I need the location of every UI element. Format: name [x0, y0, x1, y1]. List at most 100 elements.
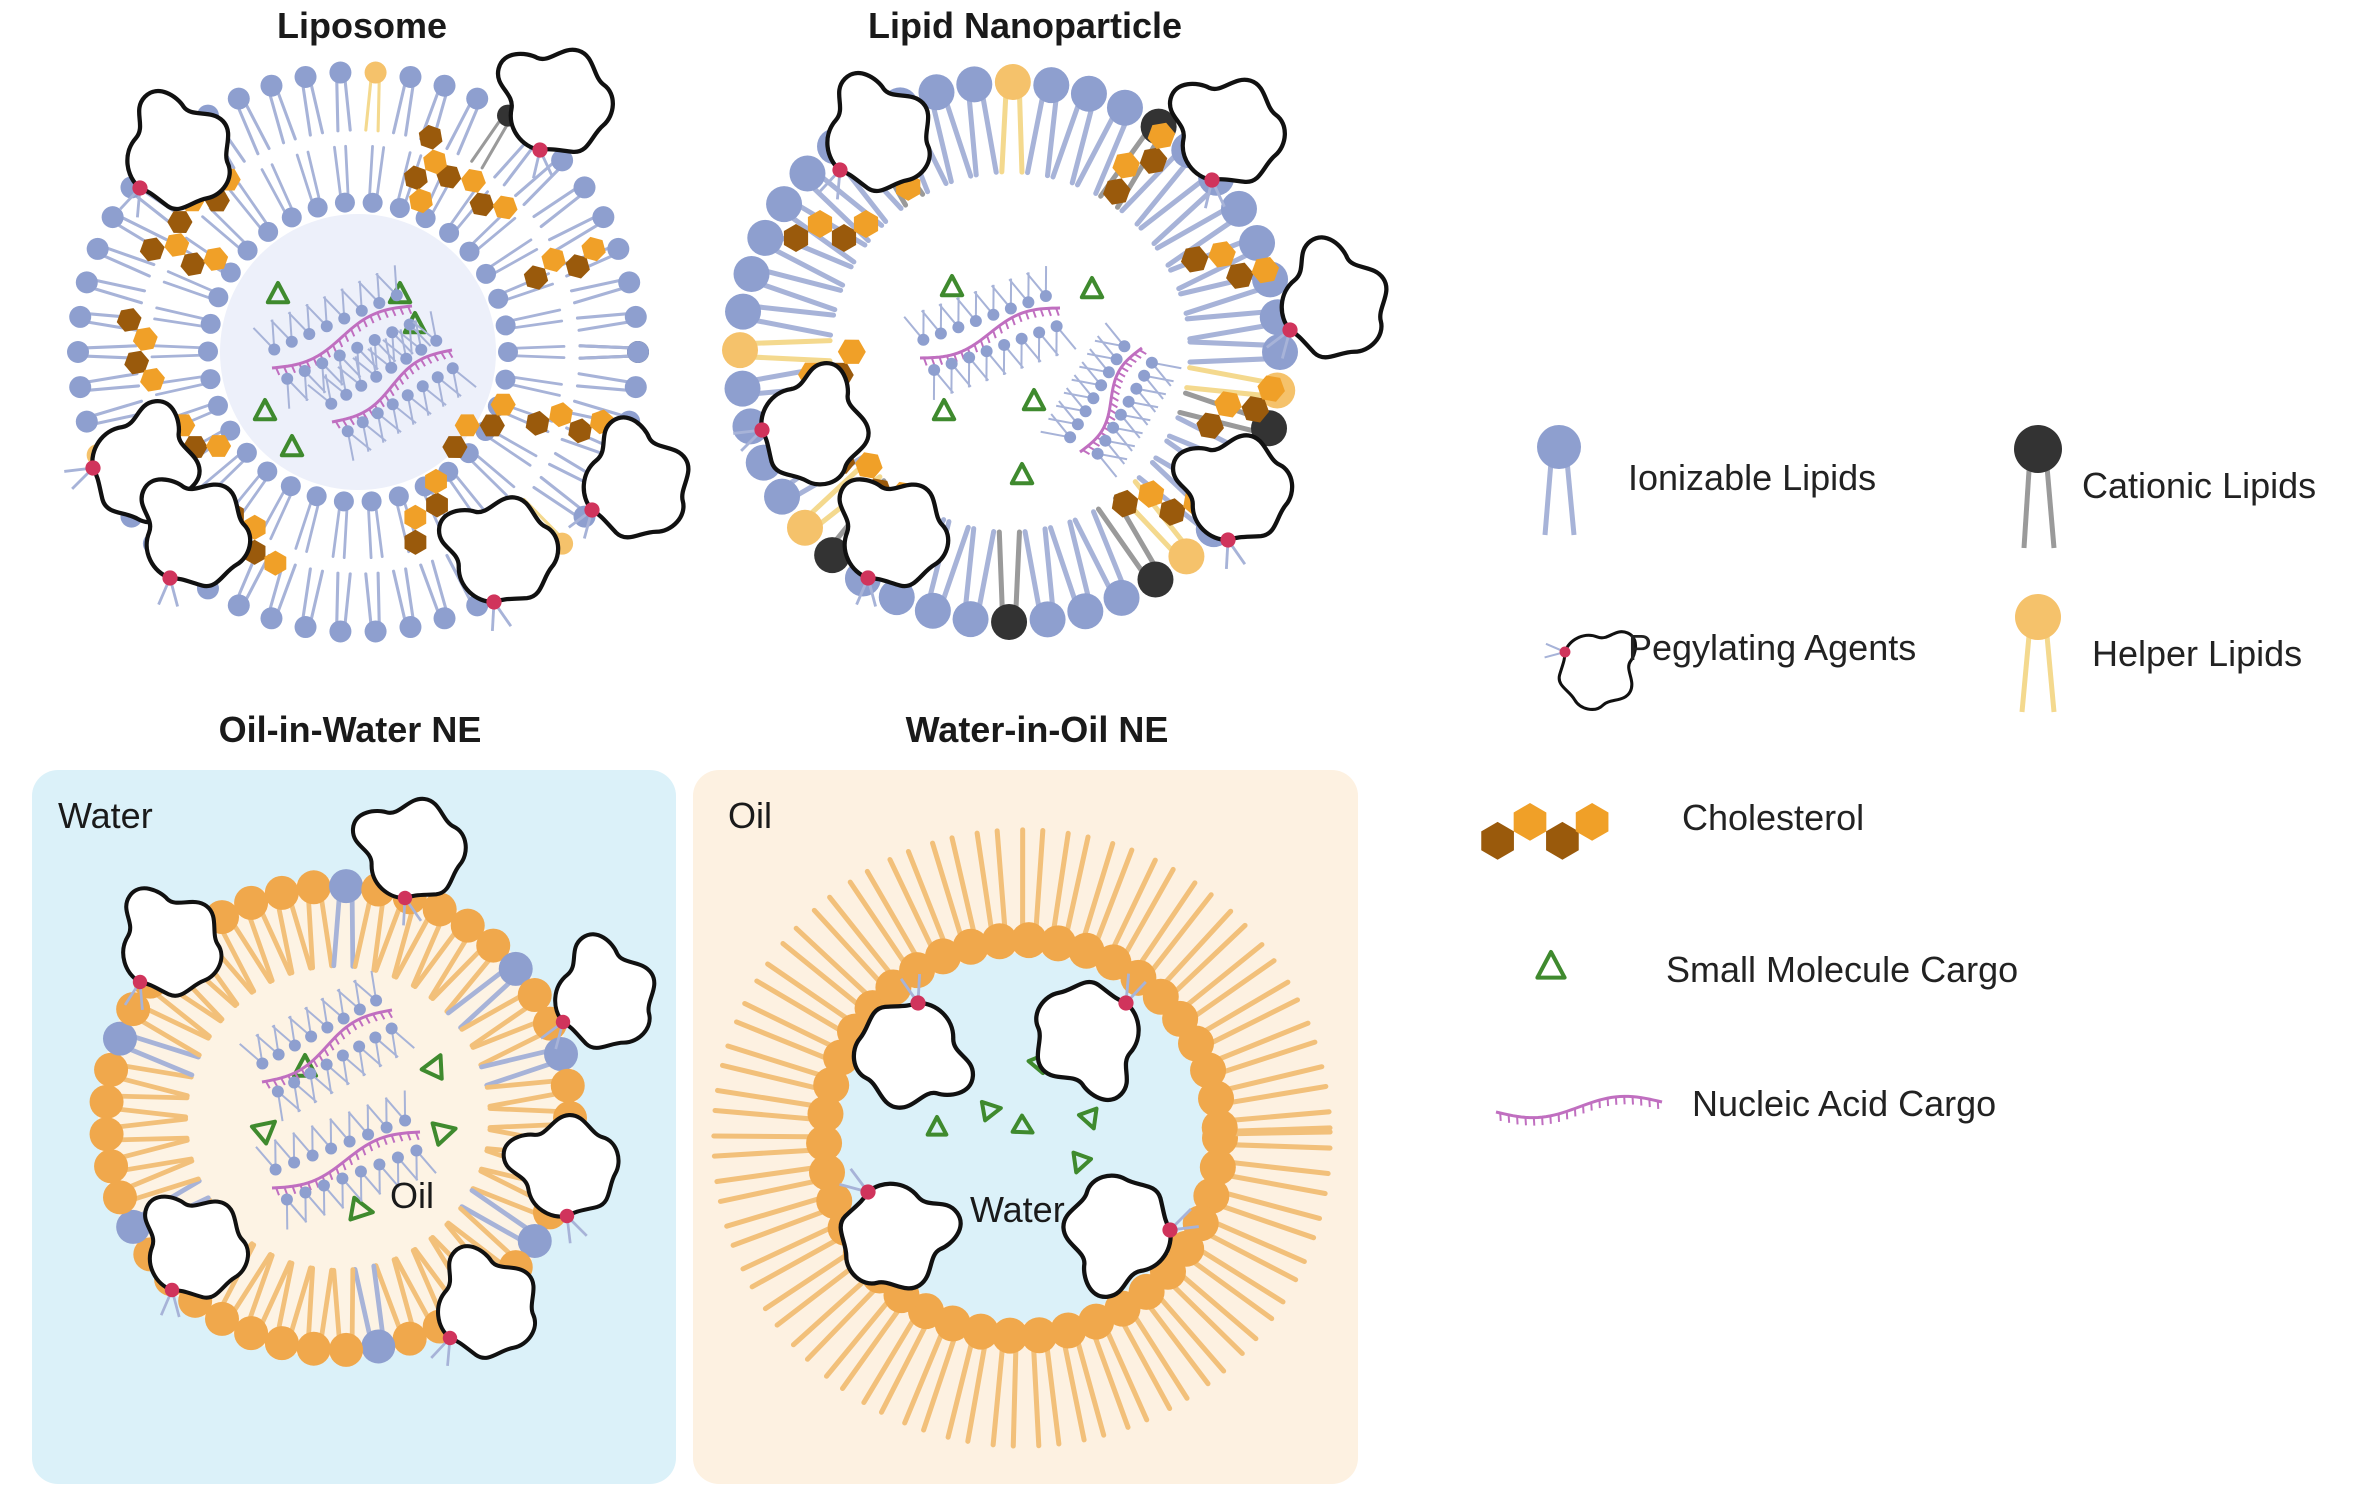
inner-leaflet-lipid — [362, 145, 386, 213]
pegylating-agent — [430, 1244, 537, 1366]
cationic-lipid-icon — [2014, 425, 2062, 549]
emulsifier-lipid — [329, 1267, 364, 1367]
lnp-shell-lipid — [991, 529, 1028, 640]
emulsifier-lipid — [1021, 1317, 1062, 1449]
outer-leaflet-lipid — [75, 271, 147, 305]
outer-leaflet-lipid — [86, 237, 156, 278]
water-region-label: Water — [58, 795, 153, 836]
outer-leaflet-lipid — [445, 87, 489, 156]
legend-nucleic-label: Nucleic Acid Cargo — [1692, 1083, 1996, 1124]
pegylating-agent — [1265, 235, 1389, 360]
emulsifier-lipid — [264, 875, 313, 976]
lnp-shell-lipid — [1022, 526, 1066, 638]
pegylating-agent — [851, 974, 976, 1110]
pegylating-agent — [1167, 77, 1287, 209]
legend-cholesterol-label: Cholesterol — [1682, 797, 1864, 838]
emulsifier-lipid — [719, 1043, 850, 1104]
legend-helper-label: Helper Lipids — [2092, 633, 2302, 674]
inner-leaflet-lipid — [150, 341, 219, 362]
emulsifier-lipid — [990, 1317, 1028, 1449]
emulsifier-lipid — [1199, 1149, 1331, 1197]
cholesterol-molecule — [783, 210, 879, 252]
legend-small-molecule-label: Small Molecule Cargo — [1666, 949, 2018, 990]
emulsifier-lipid — [94, 1137, 194, 1184]
outer-leaflet-lipid — [364, 571, 387, 643]
emulsifier-lipid — [1095, 857, 1176, 981]
water-core-label: Water — [970, 1189, 1065, 1230]
pegylating-agent — [119, 89, 232, 218]
outer-leaflet-lipid — [548, 206, 615, 252]
small-molecule-cargo — [265, 281, 291, 305]
small-molecule-cargo — [939, 274, 965, 298]
emulsifier-lipid — [1010, 827, 1047, 959]
nucleic-acid-lipid-complex — [255, 1090, 437, 1230]
emulsifier-lipid — [296, 1265, 334, 1366]
nucleic-acid-lipid-complex — [307, 311, 477, 461]
legend-peg-label: Pegylating Agents — [1628, 627, 1916, 668]
legend-ionizable-label: Ionizable Lipids — [1628, 457, 1876, 498]
wo-ne-title: Water-in-Oil NE — [906, 709, 1169, 750]
liposome-particle — [63, 47, 691, 647]
small-molecule-cargo — [1079, 276, 1105, 300]
outer-leaflet-lipid — [575, 372, 647, 399]
nucleic-acid-lipid-complex — [1040, 322, 1182, 478]
ow-ne-title: Oil-in-Water NE — [219, 709, 482, 750]
pegylating-agent — [1034, 973, 1147, 1102]
emulsifier-lipid — [445, 951, 533, 1030]
lnp-shell-lipid — [1048, 519, 1104, 630]
cholesterol-molecule — [1196, 375, 1285, 439]
outer-leaflet-lipid — [260, 74, 297, 145]
emulsifier-lipid — [296, 870, 334, 971]
emulsifier-lipid — [430, 928, 511, 1014]
legend-cationic-label: Cationic Lipids — [2082, 465, 2316, 506]
ionizable-lipid-icon — [1537, 425, 1581, 536]
emulsifier-lipid — [1168, 1230, 1286, 1322]
inner-leaflet-lipid — [495, 369, 563, 397]
lnp-shell-lipid — [1025, 67, 1070, 179]
small-molecule-cargo — [925, 1115, 949, 1137]
lnp-shell-lipid — [1074, 89, 1143, 196]
small-molecule-cargo — [1010, 1113, 1035, 1135]
emulsifier-lipid — [264, 1260, 313, 1361]
nucleic-acid-lipid-complex — [239, 970, 415, 1122]
outer-leaflet-lipid — [392, 65, 422, 137]
emulsifier-lipid — [711, 1125, 843, 1162]
emulsifier-lipid — [1068, 840, 1135, 969]
liposome-title: Liposome — [277, 5, 447, 46]
inner-leaflet-lipid — [476, 238, 539, 284]
cholesterol-molecule — [442, 393, 516, 458]
emulsifier-lipid — [484, 1068, 585, 1109]
lnp-shell-lipid — [994, 64, 1031, 175]
emulsifier-lipid — [412, 908, 485, 1000]
cholesterol-molecule — [139, 233, 229, 276]
small-molecule-cargo — [931, 398, 957, 422]
lnp-shell-lipid — [725, 293, 837, 338]
emulsifier-lipid — [234, 1252, 293, 1351]
nucleic-acid-lipid-complex — [903, 266, 1077, 400]
pegylating-agent — [819, 71, 932, 200]
outer-leaflet-lipid — [514, 149, 574, 207]
inner-leaflet-lipid — [331, 491, 354, 560]
emulsifier-lipid — [974, 828, 1018, 960]
lipid-nanoparticle-particle — [720, 62, 1389, 642]
outer-leaflet-lipid — [578, 341, 649, 363]
cholesterol-icon — [1481, 803, 1609, 860]
cholesterol-molecule — [523, 236, 606, 290]
outer-leaflet-lipid — [569, 271, 641, 305]
inner-leaflet-lipid — [295, 150, 328, 218]
outer-leaflet-lipid — [67, 341, 138, 363]
inner-leaflet-lipid — [294, 486, 327, 553]
lnp-shell-lipid — [733, 255, 844, 313]
lnp-shell-lipid — [722, 332, 833, 369]
emulsifier-lipid — [724, 1182, 853, 1248]
inner-leaflet-lipid — [201, 207, 258, 261]
small-molecule-cargo — [1076, 1106, 1099, 1131]
cholesterol-molecule — [404, 124, 447, 214]
pegylating-agent — [350, 796, 468, 926]
outer-leaflet-lipid — [329, 61, 352, 133]
small-molecule-cargo — [419, 1053, 444, 1081]
emulsifier-lipid — [94, 1052, 194, 1099]
pegylating-agent — [567, 415, 691, 540]
inner-leaflet-lipid — [162, 270, 229, 308]
small-molecule-cargo — [348, 1195, 375, 1222]
